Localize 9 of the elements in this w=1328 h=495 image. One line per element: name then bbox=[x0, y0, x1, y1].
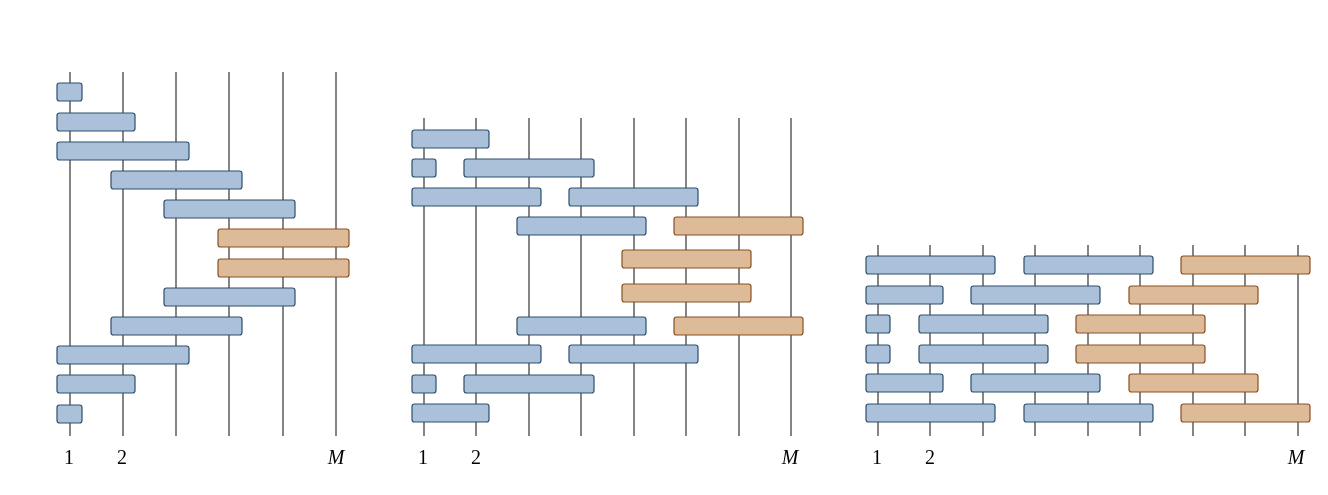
axis-label: M bbox=[781, 446, 799, 468]
axis-label: 2 bbox=[925, 446, 935, 468]
axis-label: 2 bbox=[117, 446, 127, 468]
axis-label: M bbox=[327, 446, 345, 468]
axis-label: 1 bbox=[418, 446, 428, 468]
axis-label: M bbox=[1287, 446, 1305, 468]
axis-label: 1 bbox=[872, 446, 882, 468]
axis-label: 1 bbox=[64, 446, 74, 468]
axis-label: 2 bbox=[471, 446, 481, 468]
